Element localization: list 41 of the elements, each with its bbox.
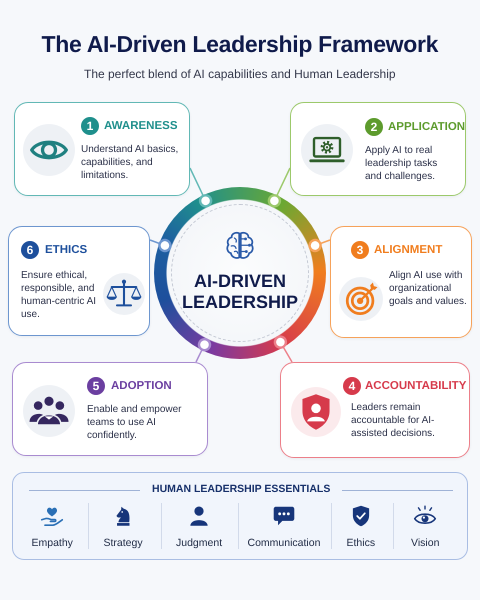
number-badge: 4 (343, 377, 361, 395)
connector-line (308, 238, 330, 252)
number-badge: 3 (351, 241, 369, 259)
info-card (280, 362, 470, 458)
connector-line (195, 338, 212, 362)
card-title: ADOPTION (111, 379, 172, 393)
info-card (330, 226, 472, 338)
item-label: Empathy (32, 537, 73, 550)
item-label: Communication (248, 537, 320, 550)
number-badge: 6 (21, 241, 39, 259)
panel-heading: HUMAN LEADERSHIP ESSENTIALS (152, 483, 330, 496)
card-description: Apply AI to real leadership tasks and challenges. (365, 144, 438, 183)
card-title: APPLICATION (388, 120, 466, 134)
card-title: ETHICS (45, 243, 88, 257)
connector-line (150, 238, 172, 252)
number-badge: 1 (81, 117, 99, 135)
item-label: Strategy (104, 537, 143, 550)
connector-line (274, 335, 293, 362)
number-badge: 2 (365, 118, 383, 136)
item-label: Judgment (176, 537, 222, 550)
connector-line (189, 168, 212, 208)
card-description: Leaders remain accountable for AI-assisted decisions. (351, 401, 436, 440)
item-label: Vision (411, 537, 440, 550)
card-description: Understand AI basics, capabilities, and limitations. (81, 143, 180, 182)
essentials-panel (12, 472, 468, 560)
card-description: Enable and empower teams to use AI confidently. (87, 403, 183, 442)
center-title: AI-DRIVEN LEADERSHIP (181, 271, 299, 313)
card-title: AWARENESS (104, 119, 178, 133)
subtitle: The perfect blend of AI capabilities and Human Leadership (84, 67, 396, 82)
title: The AI-Driven Leadership Framework (42, 30, 438, 58)
info-card (14, 102, 190, 196)
number-badge: 5 (87, 377, 105, 395)
connector-line (268, 168, 291, 208)
item-label: Ethics (346, 537, 376, 550)
card-description: Ensure ethical, responsible, and human-centric AI use. (21, 269, 98, 321)
card-description: Align AI use with organizational goals and values. (389, 269, 468, 308)
card-title: ACCOUNTABILITY (365, 379, 466, 393)
info-card (12, 362, 208, 456)
card-title: ALIGNMENT (374, 243, 442, 257)
info-card (290, 102, 466, 196)
info-card (8, 226, 150, 336)
